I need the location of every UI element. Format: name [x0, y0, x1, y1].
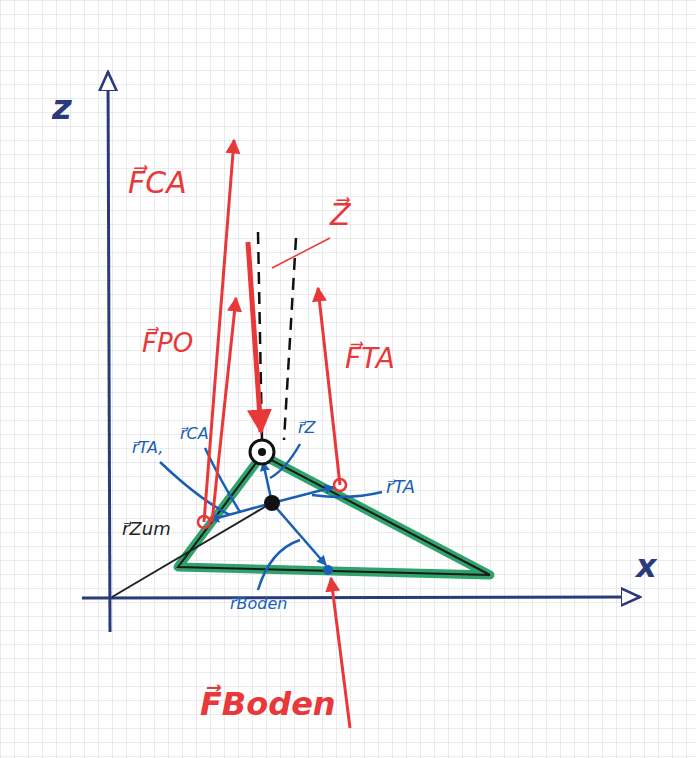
vector-label: r⃗CA — [180, 426, 209, 442]
body-outline — [178, 455, 490, 575]
vector-label: r⃗Z — [298, 420, 316, 436]
leader-line — [312, 492, 382, 497]
vector-label: r⃗TA — [386, 478, 415, 496]
attachment-point — [198, 516, 210, 528]
force-label: F⃗PO — [142, 330, 193, 356]
position-vector — [272, 487, 334, 503]
position-vector — [210, 503, 272, 520]
vector-label: r⃗Zum — [122, 520, 171, 538]
attachment-point — [334, 479, 346, 491]
force-arrow — [212, 298, 236, 522]
force-label: F⃗TA — [345, 345, 395, 373]
force-arrow — [248, 242, 261, 432]
axis-label: z — [52, 90, 72, 124]
force-label: F⃗CA — [128, 168, 187, 198]
force-arrow — [318, 288, 340, 485]
vector-label: r⃗TA, — [132, 440, 163, 456]
line-of-action — [284, 238, 296, 440]
contact-point — [323, 565, 333, 575]
leader-line — [258, 540, 300, 590]
centre-of-mass — [264, 495, 280, 511]
position-vector — [112, 505, 268, 597]
force-label: Z⃗ — [330, 200, 351, 230]
z-axis — [108, 72, 110, 632]
x-axis — [82, 597, 640, 598]
position-vector — [272, 503, 326, 565]
force-label: F⃗Boden — [200, 688, 336, 720]
body-triangle — [178, 455, 490, 575]
leader-line — [160, 462, 230, 515]
pivot-point — [258, 448, 266, 456]
vector-label: r⃗Boden — [230, 596, 287, 612]
axis-label: x — [636, 550, 657, 582]
leader-line — [272, 238, 330, 268]
pivot-point — [250, 440, 274, 464]
